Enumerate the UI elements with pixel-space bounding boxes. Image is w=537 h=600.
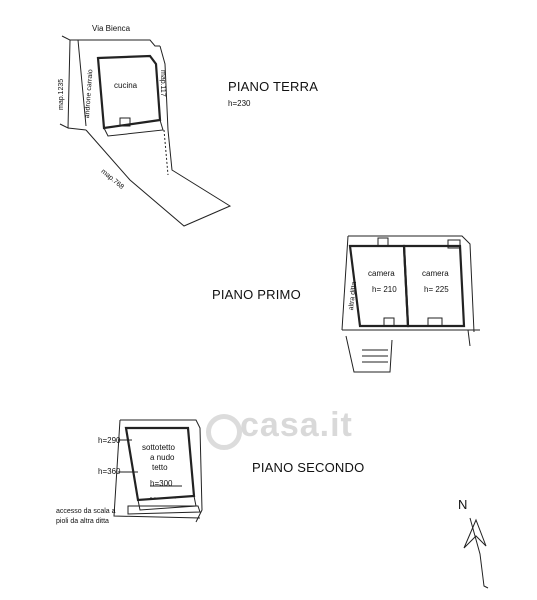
room-b-name: camera <box>422 269 449 278</box>
second-floor-room-line3: tetto <box>152 463 168 472</box>
ground-floor-title: PIANO TERRA <box>228 79 319 94</box>
neighbor-left-label: map.1235 <box>58 78 65 110</box>
ground-floor-plan <box>59 35 232 227</box>
access-note-line2: pioli da altra ditta <box>56 518 109 525</box>
first-floor-plan <box>341 235 480 373</box>
first-floor-title: PIANO PRIMO <box>212 287 301 302</box>
access-note-line1: accesso da scala a <box>56 508 116 515</box>
second-floor-plan <box>113 419 203 523</box>
second-floor-room-line1: sottotetto <box>142 443 175 452</box>
second-floor-title: PIANO SECONDO <box>252 460 365 475</box>
north-label: N <box>458 497 468 512</box>
neighbor-right-label: map.117 <box>159 70 166 97</box>
room-a-name: camera <box>368 269 395 278</box>
north-arrow-icon <box>463 517 489 589</box>
second-floor-room-line2: a nudo <box>150 453 175 462</box>
room-b-height: h= 225 <box>424 285 449 294</box>
ground-floor-height: h=230 <box>228 99 251 108</box>
height-label-2: h=360 <box>98 467 121 476</box>
ground-floor-room-label: cucina <box>114 81 138 90</box>
street-label: Via Bienca <box>92 24 131 33</box>
watermark-text: casa.it <box>240 406 353 444</box>
height-label-3: h=300 <box>150 479 173 488</box>
room-a-height: h= 210 <box>372 285 397 294</box>
height-label-1: h=290 <box>98 436 121 445</box>
watermark-logo-icon <box>206 414 242 450</box>
